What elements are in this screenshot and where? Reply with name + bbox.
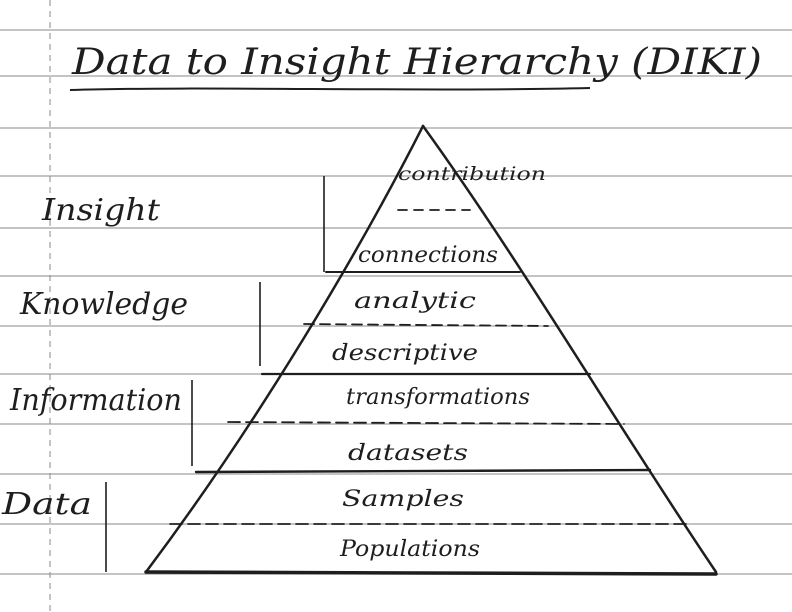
category-label-knowledge: Knowledge xyxy=(19,287,188,322)
divider-solid xyxy=(194,468,652,474)
pyramid-right-edge xyxy=(421,124,718,574)
layer-label-contribution: contribution xyxy=(398,163,546,185)
layer-label-samples: Samples xyxy=(342,487,464,512)
divider-dashed xyxy=(227,421,625,425)
pyramid-left-edge xyxy=(144,124,425,574)
category-label-data: Data xyxy=(1,487,92,522)
layer-label-connections: connections xyxy=(358,243,498,268)
divider-dashed xyxy=(303,323,549,327)
pyramid xyxy=(144,124,718,576)
category-brackets xyxy=(105,176,325,572)
category-label-information: Information xyxy=(9,383,182,418)
layer-label-populations: Populations xyxy=(339,537,480,562)
layer-label-datasets: datasets xyxy=(348,441,468,466)
page-title: Data to Insight Hierarchy (DIKI) xyxy=(71,42,762,83)
pyramid-base xyxy=(144,570,718,576)
title-underline xyxy=(69,87,591,91)
category-label-insight: Insight xyxy=(41,193,161,228)
layer-label-descriptive: descriptive xyxy=(332,341,478,366)
layer-label-transformations: transformations xyxy=(346,385,530,410)
layer-label-analytic: analytic xyxy=(354,289,476,314)
